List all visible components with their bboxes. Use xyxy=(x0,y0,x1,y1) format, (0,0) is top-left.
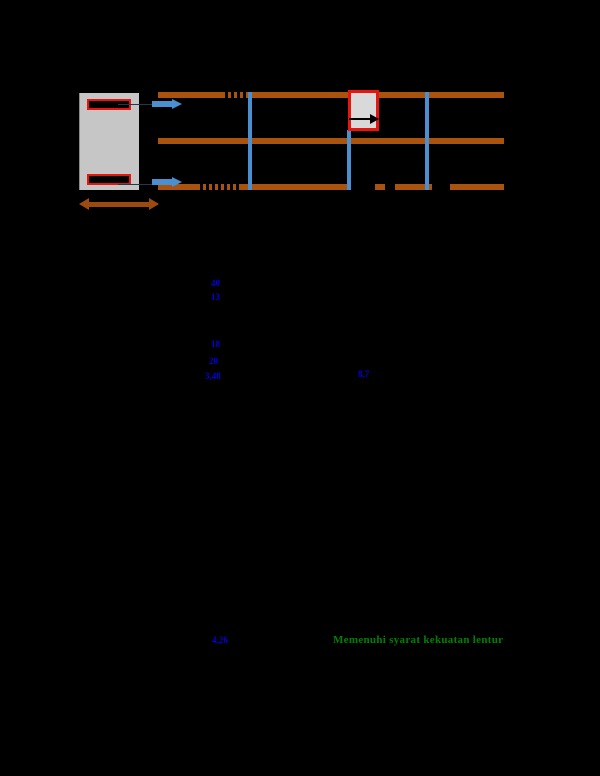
frame-diagram xyxy=(0,0,600,230)
column-3 xyxy=(425,92,429,190)
section-width-dimension-arrow-icon xyxy=(79,198,159,210)
load-direction-arrow-icon xyxy=(349,114,379,124)
calc-value-4: 20 xyxy=(209,356,218,366)
beam-cross-section xyxy=(79,93,139,190)
bottom-rebar-callout-arrow-icon xyxy=(152,177,182,187)
beam-level-bottom xyxy=(158,184,504,190)
beam-level-middle xyxy=(158,138,504,144)
bottom-reinforcement-bar xyxy=(87,174,131,185)
top-rebar-leader-line xyxy=(118,104,163,105)
calc-value-3: 18 xyxy=(211,339,220,349)
flexural-strength-verdict: Memenuhi syarat kekuatan lentur xyxy=(333,634,504,646)
calc-value-6: 8,7 xyxy=(358,369,370,379)
beam-level-top xyxy=(158,92,504,98)
calc-value-1: 40 xyxy=(211,278,220,288)
column-2 xyxy=(347,130,351,190)
beam-bottom-gap-1 xyxy=(347,184,375,190)
beam-bottom-gap-3 xyxy=(432,184,450,190)
lateral-load-box xyxy=(348,90,379,131)
calc-value-2: 13 xyxy=(211,292,220,302)
beam-top-dash-segment xyxy=(225,92,255,98)
top-rebar-callout-arrow-icon xyxy=(152,99,182,109)
beam-bottom-dash-segment-1 xyxy=(200,184,242,190)
column-1 xyxy=(248,92,252,190)
calc-value-7: 4,26 xyxy=(212,635,228,645)
bottom-rebar-leader-line xyxy=(118,184,163,185)
beam-bottom-gap-2 xyxy=(385,184,395,190)
calc-value-5: 3,48 xyxy=(205,371,221,381)
